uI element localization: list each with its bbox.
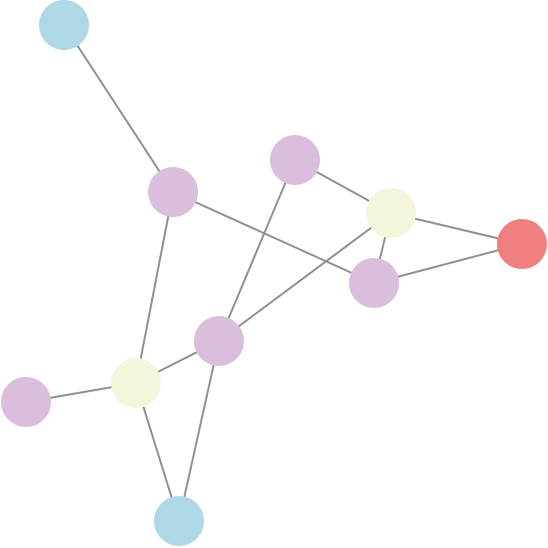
- node-n8[interactable]: [111, 358, 161, 408]
- edge-n2-n6: [172, 191, 375, 284]
- node-n4[interactable]: [366, 188, 416, 238]
- node-n1[interactable]: [39, 0, 89, 50]
- node-n5[interactable]: [497, 219, 547, 269]
- edge-n3-n7: [218, 159, 296, 342]
- edge-n7-n10: [178, 340, 220, 522]
- edge-n2-n8: [135, 191, 174, 384]
- edge-n5-n6: [373, 243, 523, 284]
- node-n6[interactable]: [349, 258, 399, 308]
- edge-n1-n2: [63, 24, 174, 193]
- edge-n4-n7: [218, 212, 392, 342]
- node-n3[interactable]: [270, 135, 320, 185]
- node-n10[interactable]: [154, 496, 204, 546]
- node-n9[interactable]: [1, 377, 51, 427]
- node-n7[interactable]: [194, 316, 244, 366]
- node-n2[interactable]: [148, 167, 198, 217]
